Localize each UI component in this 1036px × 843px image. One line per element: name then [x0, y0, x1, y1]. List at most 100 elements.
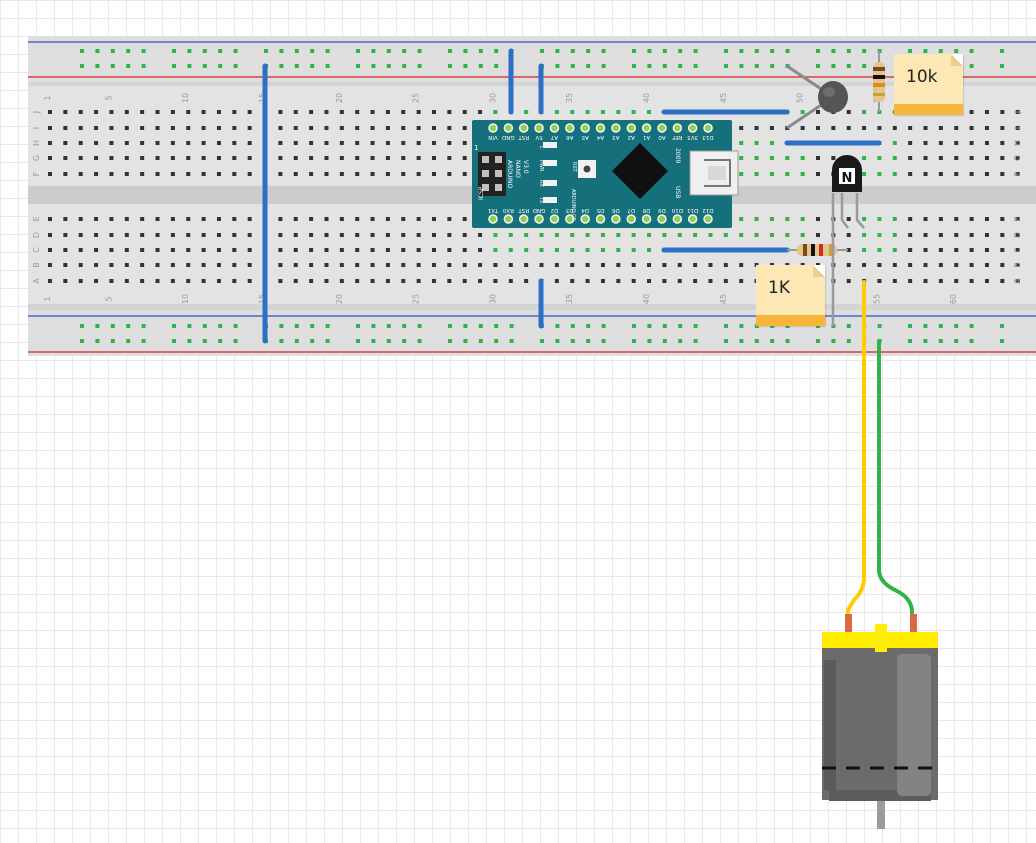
- breadboard-hole: [769, 233, 774, 237]
- breadboard-hole: [754, 156, 759, 160]
- breadboard-hole: [385, 248, 390, 252]
- rail-hole: [739, 339, 744, 343]
- breadboard-hole: [370, 141, 375, 145]
- rail-hole: [233, 324, 238, 328]
- breadboard-hole: [923, 263, 928, 267]
- breadboard-hole: [846, 263, 851, 267]
- rail-hole: [463, 324, 468, 328]
- rail-hole: [1000, 339, 1004, 343]
- led-l: [543, 142, 557, 148]
- breadboard-hole: [984, 233, 989, 237]
- breadboard-hole: [247, 279, 252, 283]
- rail-hole: [586, 64, 591, 68]
- breadboard-hole: [1000, 279, 1005, 283]
- breadboard-hole: [140, 126, 145, 130]
- arduino-pin: [672, 123, 683, 133]
- breadboard-hole: [647, 233, 652, 237]
- breadboard-hole: [432, 263, 436, 267]
- rail-hole: [923, 339, 928, 343]
- breadboard-hole: [846, 233, 851, 237]
- breadboard-hole: [508, 248, 513, 252]
- breadboard-hole: [216, 248, 221, 252]
- breadboard-hole: [877, 263, 882, 267]
- breadboard-hole: [401, 156, 406, 160]
- rail-hole: [647, 49, 652, 53]
- breadboard-hole: [48, 248, 52, 252]
- breadboard-hole: [508, 263, 513, 267]
- breadboard-hole: [739, 233, 744, 237]
- breadboard-hole: [462, 233, 467, 237]
- breadboard-hole: [677, 233, 682, 237]
- arduino-nano[interactable]: VINTX1GNDRX0RSTRST5VGNDA7D2A6D3A5D4A4D5A…: [472, 120, 739, 228]
- rail-hole: [463, 339, 468, 343]
- breadboard-hole: [432, 233, 436, 237]
- breadboard-hole: [355, 248, 360, 252]
- breadboard-hole: [462, 172, 467, 176]
- pin-label: A0: [658, 134, 666, 140]
- breadboard-hole: [140, 217, 145, 221]
- breadboard-hole: [309, 263, 314, 267]
- breadboard-hole: [124, 126, 129, 130]
- rail-hole: [969, 49, 974, 53]
- breadboard-hole: [78, 156, 83, 160]
- arduino-pin: [611, 123, 621, 133]
- motor-cap-tab: [875, 624, 887, 652]
- breadboard-hole: [247, 156, 252, 160]
- breadboard-hole: [247, 217, 252, 221]
- resistor-1k[interactable]: [787, 244, 848, 256]
- breadboard-hole: [309, 217, 314, 221]
- pin-label: D11: [687, 207, 698, 213]
- breadboard-hole: [754, 217, 759, 221]
- row-letter: B: [32, 262, 41, 268]
- breadboard-hole: [908, 279, 913, 283]
- breadboard-hole: [401, 233, 406, 237]
- site-label: ARDUINO.CC: [570, 189, 576, 221]
- breadboard-hole: [124, 110, 129, 114]
- column-number: 1: [43, 296, 52, 301]
- breadboard-hole: [232, 172, 237, 176]
- rail-hole: [862, 49, 867, 53]
- breadboard-hole: [969, 156, 974, 160]
- breadboard-hole: [539, 263, 544, 267]
- breadboard-hole: [892, 263, 897, 267]
- rail-hole: [172, 49, 176, 53]
- motor-highlight: [897, 654, 931, 796]
- rail-hole: [126, 49, 131, 53]
- motor-terminal: [845, 614, 852, 632]
- breadboard-hole: [447, 263, 452, 267]
- breadboard-hole: [385, 217, 390, 221]
- rail-hole: [371, 64, 376, 68]
- breadboard-hole: [401, 263, 406, 267]
- breadboard-hole: [1000, 156, 1005, 160]
- breadboard-hole: [201, 156, 206, 160]
- breadboard-hole: [800, 217, 805, 221]
- npn-transistor[interactable]: N: [831, 155, 865, 326]
- resistor-10k[interactable]: [873, 51, 885, 112]
- breadboard-hole: [600, 110, 605, 114]
- breadboard-hole: [462, 263, 467, 267]
- rail-hole: [80, 64, 84, 68]
- pin-label: A1: [643, 134, 650, 140]
- breadboard-hole: [432, 248, 436, 252]
- rail-hole: [110, 324, 115, 328]
- rail-hole: [509, 339, 514, 343]
- breadboard-hole: [48, 217, 52, 221]
- rail-hole: [448, 64, 452, 68]
- pin-label: D2: [551, 207, 559, 213]
- breadboard-hole: [984, 217, 989, 221]
- breadboard-hole: [631, 233, 636, 237]
- thermistor[interactable]: [786, 64, 848, 130]
- breadboard-hole: [1015, 233, 1020, 237]
- column-number: 20: [335, 294, 344, 304]
- breadboard-hole: [923, 156, 928, 160]
- breadboard-hole: [1015, 126, 1020, 130]
- breadboard-hole: [723, 279, 728, 283]
- breadboard-hole: [109, 233, 114, 237]
- breadboard-hole: [954, 233, 959, 237]
- breadboard-hole: [170, 263, 175, 267]
- dc-motor[interactable]: [822, 614, 938, 829]
- breadboard-hole: [140, 279, 145, 283]
- breadboard-hole: [693, 279, 698, 283]
- pin-label: RX0: [502, 207, 514, 213]
- breadboard-hole: [278, 248, 283, 252]
